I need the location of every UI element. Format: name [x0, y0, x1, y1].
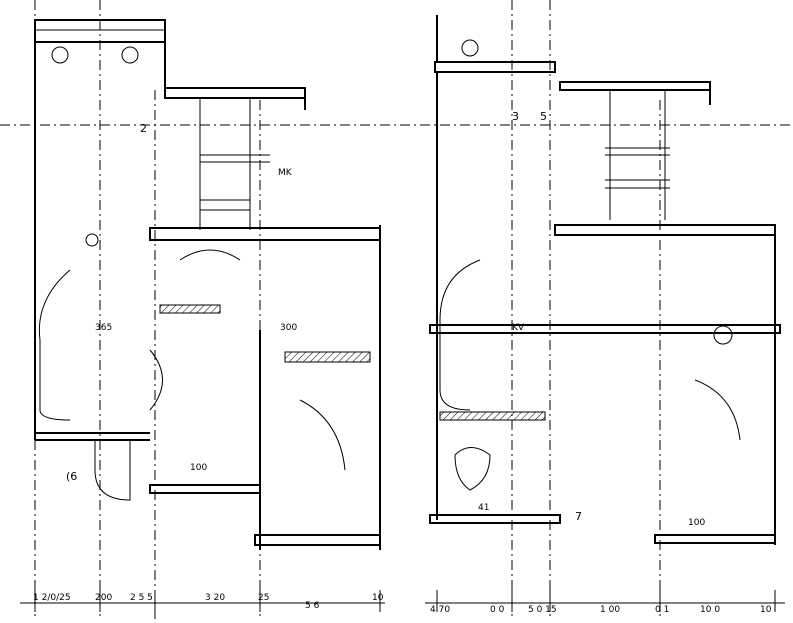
door-swing: [149, 349, 163, 411]
fixture-symbol: [85, 233, 99, 247]
dimension-label: 1 2/0/25: [33, 593, 71, 603]
bathtub-outline: [38, 269, 71, 421]
mark-label: KV: [512, 323, 525, 333]
fixture-outline: [454, 447, 491, 491]
number-label: 100: [688, 518, 705, 528]
dimension-label: 41: [478, 503, 489, 513]
dimension-label: 5 6: [305, 601, 320, 611]
right-plan: 3 5 7 KV 41 100 4 70 0 0 5 0 15 1 00 0 1…: [400, 0, 793, 619]
fixture-outline: [94, 439, 131, 501]
door-swing: [694, 379, 741, 441]
dimension-label: 5 0 15: [528, 605, 557, 615]
grid-label: 5: [540, 110, 547, 123]
dimension-label: 365: [95, 323, 112, 333]
staircase: [605, 90, 670, 220]
wall-segment: [559, 81, 711, 91]
dimension-label: 10: [372, 593, 384, 603]
dimension-label: 25: [258, 593, 269, 603]
hatched-wall: [284, 351, 371, 363]
dimension-label: 200: [95, 593, 112, 603]
wall-segment: [654, 534, 776, 544]
grid-label: 3: [512, 110, 519, 123]
fixture-symbol: [51, 46, 69, 64]
dimension-label: 4 70: [430, 605, 450, 615]
bathtub-outline: [439, 259, 481, 411]
wall-segment: [429, 324, 781, 334]
room-label: 7: [575, 510, 582, 523]
door-swing: [299, 399, 346, 471]
wall-segment: [149, 484, 261, 494]
wall-segment: [149, 227, 381, 241]
hatched-wall: [159, 304, 221, 314]
wall-segment: [434, 61, 556, 73]
room-label: (6: [66, 470, 77, 483]
left-plan: 2 MK (6 100 365 300 1 2/0/25 200 2 5 5 3…: [0, 0, 400, 619]
staircase: [199, 98, 270, 230]
dimension-label: 10: [760, 605, 772, 615]
dimension-label: 10 0: [700, 605, 720, 615]
wall-segment: [34, 19, 166, 43]
dimension-label: 300: [280, 323, 297, 333]
dimension-label: 0 0: [490, 605, 505, 615]
fixture-symbol: [121, 46, 139, 64]
grid-label: 2: [140, 122, 147, 135]
door-swing: [179, 249, 241, 261]
dimension-label: 0 1: [655, 605, 669, 615]
dimension-label: 1 00: [600, 605, 620, 615]
fixture-symbol: [713, 325, 733, 345]
wall-segment: [554, 224, 776, 236]
wall-segment: [164, 87, 306, 99]
wall-segment: [429, 514, 561, 524]
wall-segment: [254, 534, 381, 546]
number-label: 100: [190, 463, 207, 473]
hatched-wall: [439, 411, 546, 421]
mark-label: MK: [278, 168, 293, 178]
dimension-label: 3 20: [205, 593, 225, 603]
dimension-label: 2 5 5: [130, 593, 153, 603]
fixture-symbol: [461, 39, 479, 57]
